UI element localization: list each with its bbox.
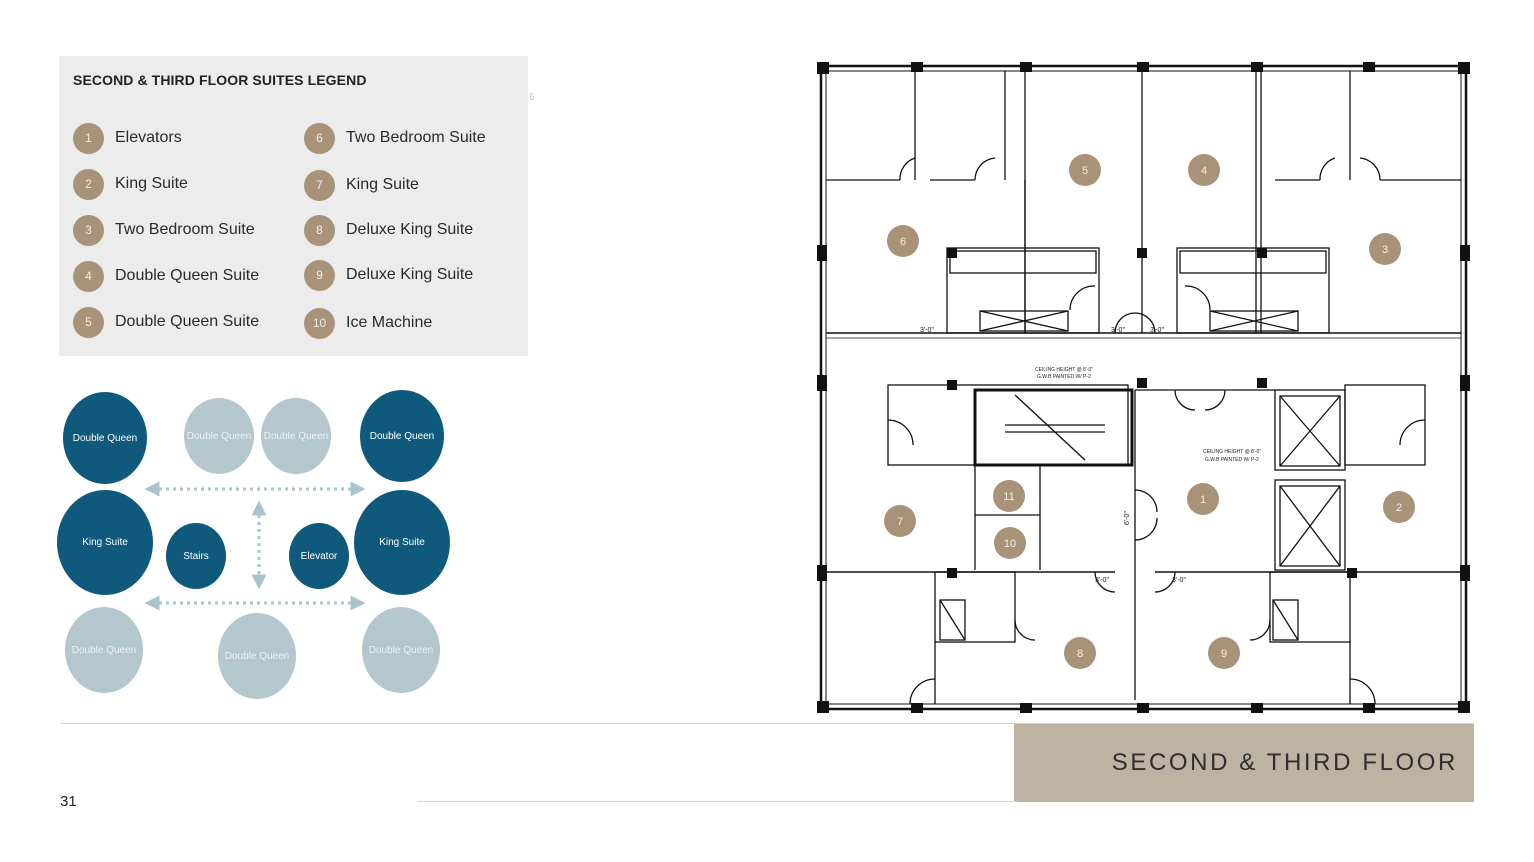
legend-label: Elevators bbox=[115, 129, 182, 146]
legend-label: Deluxe King Suite bbox=[346, 221, 474, 238]
legend-marker: 8 bbox=[304, 214, 335, 246]
room-marker-2: 2 bbox=[1383, 491, 1415, 523]
legend-label: King Suite bbox=[346, 176, 419, 193]
legend-label: Ice Machine bbox=[346, 314, 433, 331]
legend-item-6: 6 Two Bedroom Suite bbox=[304, 122, 486, 154]
legend-item-9: 9 Deluxe King Suite bbox=[304, 259, 473, 291]
svg-text:7: 7 bbox=[897, 516, 903, 528]
room-marker-5: 5 bbox=[1069, 154, 1101, 186]
svg-text:5: 5 bbox=[1082, 165, 1088, 177]
legend-label: Double Queen Suite bbox=[115, 313, 260, 330]
legend-item-2: 2 King Suite bbox=[73, 168, 188, 200]
bubble-king-suite-left: King Suite bbox=[57, 490, 153, 595]
bubble-elevator: Elevator bbox=[289, 523, 349, 589]
bubble-double-queen-6: Double Queen bbox=[218, 613, 296, 699]
ceiling-note-2: CEILING HEIGHT @ 8'-0" bbox=[1203, 449, 1261, 455]
section-title-box: SECOND & THIRD FLOOR bbox=[1014, 724, 1474, 802]
footer-rule-bottom bbox=[417, 801, 1017, 802]
room-marker-1: 1 bbox=[1187, 483, 1219, 515]
svg-text:2: 2 bbox=[1396, 502, 1402, 514]
bubble-double-queen-3: Double Queen bbox=[261, 398, 331, 474]
room-marker-8: 8 bbox=[1064, 637, 1096, 669]
svg-text:11: 11 bbox=[1003, 491, 1014, 503]
suites-legend-panel: SECOND & THIRD FLOOR SUITES LEGEND 1 Ele… bbox=[59, 56, 528, 356]
room-marker-6: 6 bbox=[887, 225, 919, 257]
legend-item-7: 7 King Suite bbox=[304, 169, 419, 201]
room-marker-7: 7 bbox=[884, 505, 916, 537]
room-marker-10: 10 bbox=[994, 527, 1026, 559]
svg-text:9: 9 bbox=[1221, 648, 1227, 660]
bubble-double-queen-5: Double Queen bbox=[65, 607, 143, 693]
dim-label: 3'-0" bbox=[1172, 577, 1186, 584]
legend-marker: 3 bbox=[73, 214, 104, 246]
bubble-double-queen-2: Double Queen bbox=[184, 398, 254, 474]
gwb-note-1: G.W.B PAINTED W/ P-2 bbox=[1037, 374, 1091, 380]
dim-label: 3'-0" bbox=[1095, 577, 1109, 584]
bubble-king-suite-right: King Suite bbox=[354, 490, 450, 595]
legend-label: Two Bedroom Suite bbox=[346, 129, 486, 146]
legend-item-5: 5 Double Queen Suite bbox=[73, 306, 259, 338]
footer-rule-top bbox=[60, 723, 1474, 724]
stray-mark: 6 bbox=[529, 92, 535, 103]
section-title: SECOND & THIRD FLOOR bbox=[1111, 749, 1458, 776]
diagram-arrows bbox=[144, 481, 366, 611]
dim-label: 3'-0" bbox=[1150, 327, 1164, 334]
svg-text:6: 6 bbox=[900, 236, 906, 248]
legend-item-3: 3 Two Bedroom Suite bbox=[73, 214, 255, 246]
legend-item-8: 8 Deluxe King Suite bbox=[304, 214, 473, 246]
room-marker-3: 3 bbox=[1369, 233, 1401, 265]
legend-label: King Suite bbox=[115, 175, 188, 192]
legend-marker: 4 bbox=[73, 260, 104, 292]
legend-marker: 9 bbox=[304, 259, 335, 291]
legend-marker: 1 bbox=[73, 122, 104, 154]
svg-text:4: 4 bbox=[1201, 165, 1207, 177]
bubble-double-queen-7: Double Queen bbox=[362, 607, 440, 693]
room-marker-9: 9 bbox=[1208, 637, 1240, 669]
room-marker-4: 4 bbox=[1188, 154, 1220, 186]
legend-title: SECOND & THIRD FLOOR SUITES LEGEND bbox=[73, 72, 367, 88]
svg-text:8: 8 bbox=[1077, 648, 1083, 660]
svg-text:1: 1 bbox=[1200, 494, 1206, 506]
bubble-double-queen-4: Double Queen bbox=[360, 390, 444, 482]
svg-text:10: 10 bbox=[1004, 538, 1016, 550]
svg-text:3: 3 bbox=[1382, 244, 1388, 256]
legend-label: Two Bedroom Suite bbox=[115, 221, 255, 238]
bubble-double-queen-1: Double Queen bbox=[63, 392, 147, 484]
legend-marker: 6 bbox=[304, 122, 335, 154]
dim-label: 3'-0" bbox=[920, 327, 934, 334]
page-number: 31 bbox=[60, 793, 77, 810]
legend-item-1: 1 Elevators bbox=[73, 122, 182, 154]
dim-label: 6'-0" bbox=[1124, 511, 1131, 525]
legend-label: Double Queen Suite bbox=[115, 267, 260, 284]
legend-marker: 7 bbox=[304, 169, 335, 201]
gwb-note-2: G.W.B PAINTED W/ P-2 bbox=[1205, 457, 1259, 463]
bubble-stairs: Stairs bbox=[166, 523, 226, 589]
legend-label: Deluxe King Suite bbox=[346, 266, 474, 283]
legend-marker: 5 bbox=[73, 306, 104, 338]
legend-item-4: 4 Double Queen Suite bbox=[73, 260, 259, 292]
legend-marker: 2 bbox=[73, 168, 104, 200]
room-marker-11: 11 bbox=[993, 480, 1025, 512]
floor-plan: CEILING HEIGHT @ 8'-0" G.W.B PAINTED W/ … bbox=[817, 62, 1470, 713]
legend-marker: 10 bbox=[304, 307, 335, 339]
ceiling-note-1: CEILING HEIGHT @ 8'-0" bbox=[1035, 367, 1093, 373]
legend-item-10: 10 Ice Machine bbox=[304, 307, 432, 339]
dim-label: 3'-0" bbox=[1111, 327, 1125, 334]
